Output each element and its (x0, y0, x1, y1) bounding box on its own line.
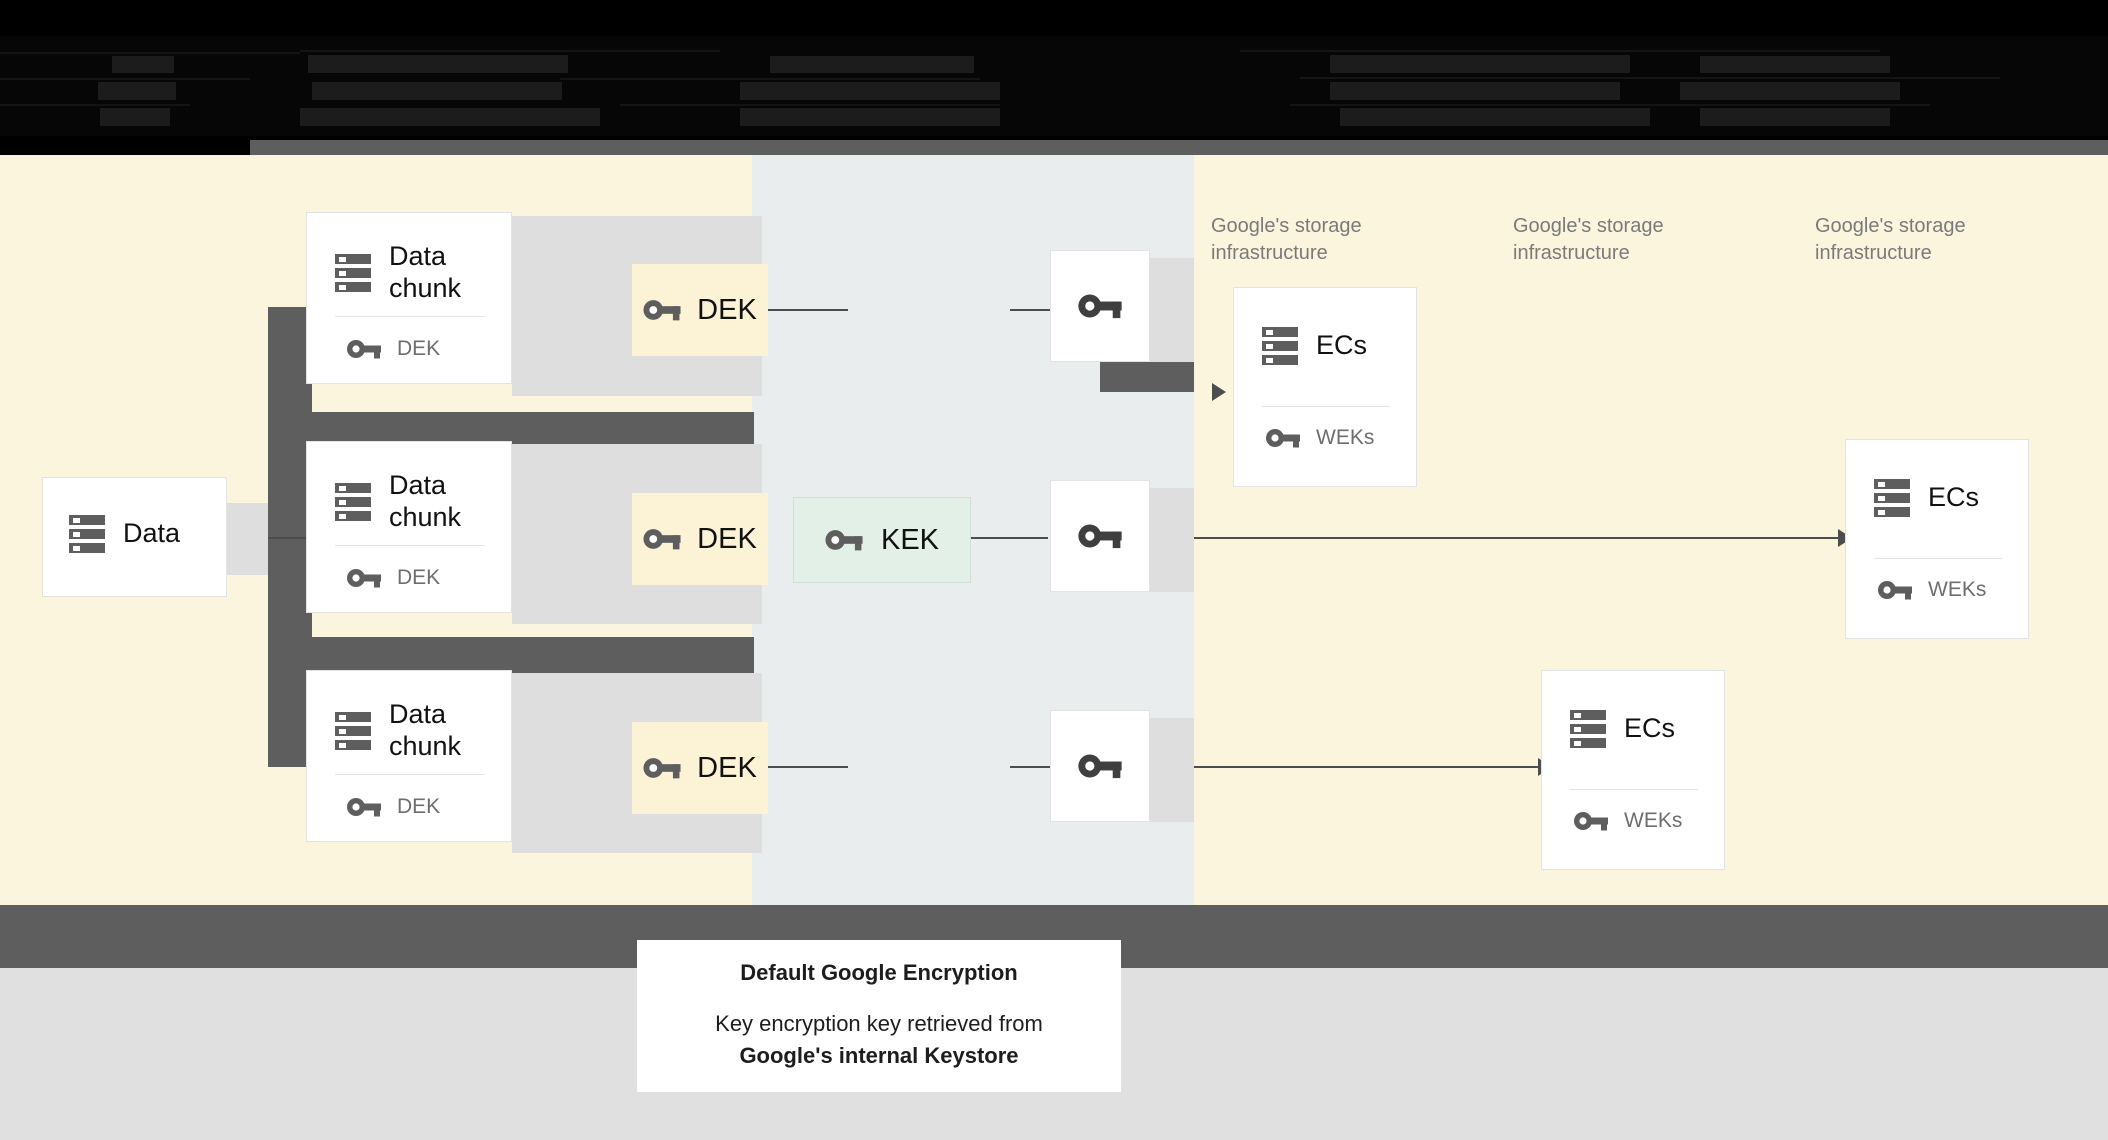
wire-data-to-fanout (228, 537, 348, 539)
header-gray-rule (250, 140, 2108, 155)
chunk-card-1[interactable]: Data chunk DEK (306, 212, 512, 384)
chunk-card-3[interactable]: Data chunk DEK (306, 670, 512, 842)
caption-title: Default Google Encryption (740, 960, 1018, 986)
chunk-card-title-3: Data chunk (389, 699, 462, 761)
key-icon (825, 528, 863, 552)
dek-box-label-1: DEK (697, 293, 757, 326)
storage-icon (69, 514, 105, 554)
key-icon (643, 756, 681, 780)
data-card-label: Data (123, 518, 181, 549)
key-icon (1078, 522, 1122, 550)
key-icon (1078, 292, 1122, 320)
key-icon (347, 567, 381, 589)
caption-panel: Default Google Encryption Key encryption… (637, 940, 1121, 1092)
dek-box-2[interactable]: DEK (632, 493, 768, 585)
storage-icon (1570, 709, 1606, 749)
zone-label-storage-2: Google's storage infrastructure (1513, 215, 1664, 264)
kek-box[interactable]: KEK (793, 497, 971, 583)
ec-card-key-label-1: WEKs (1316, 426, 1375, 449)
chunk-card-title-1: Data chunk (389, 241, 462, 303)
ec-card-title-1: ECs (1316, 330, 1368, 361)
chunk-card-key-label-2: DEK (397, 566, 441, 589)
caption-body: Key encryption key retrieved from Google… (715, 1008, 1043, 1072)
storage-icon (335, 482, 371, 522)
chunk-card-key-label-3: DEK (397, 795, 441, 818)
zone-label-storage-1: Google's storage infrastructure (1211, 215, 1362, 264)
ec-card-title-2: ECs (1928, 482, 1980, 513)
ec-card-1[interactable]: ECs WEKs (1233, 287, 1417, 487)
dek-box-label-2: DEK (697, 522, 757, 555)
ec-card-title-3: ECs (1624, 713, 1676, 744)
data-card[interactable]: Data (42, 477, 227, 597)
wire-wrap2-to-ec2 (1160, 537, 1840, 539)
ec-card-2[interactable]: ECs WEKs (1845, 439, 2029, 639)
wire-dek1-to-wrap1 (708, 309, 848, 311)
ec-card-key-label-3: WEKs (1624, 809, 1683, 832)
wire-to-wrap3 (1010, 766, 1050, 768)
storage-icon (1262, 326, 1298, 366)
chunk-card-title-2: Data chunk (389, 470, 462, 532)
wrapped-key-card-1[interactable] (1050, 250, 1150, 362)
key-icon (643, 527, 681, 551)
kek-box-label: KEK (880, 523, 940, 556)
key-icon (347, 796, 381, 818)
key-icon (1878, 579, 1912, 601)
caption-line-2: Google's internal Keystore (739, 1043, 1019, 1068)
storage-icon (1874, 478, 1910, 518)
zone-label-storage-3: Google's storage infrastructure (1815, 215, 1966, 264)
arrow-to-ec1 (1212, 383, 1226, 401)
chunk-card-2[interactable]: Data chunk DEK (306, 441, 512, 613)
dek-box-label-3: DEK (697, 751, 757, 784)
storage-icon (335, 711, 371, 751)
wire-kek-to-wrap2 (968, 537, 1048, 539)
wire-dek3-to-wrap3 (708, 766, 848, 768)
dek-box-1[interactable]: DEK (632, 264, 768, 356)
key-icon (347, 338, 381, 360)
caption-line-1: Key encryption key retrieved from (715, 1011, 1043, 1037)
header-gray-rule-left (0, 140, 250, 155)
header-rule (0, 136, 2108, 140)
storage-icon (335, 253, 371, 293)
chunk-card-key-label-1: DEK (397, 337, 441, 360)
fanout-slab-bottom (268, 637, 754, 673)
wire-to-wrap1 (1010, 309, 1050, 311)
ec-card-key-label-2: WEKs (1928, 578, 1987, 601)
ec-card-3[interactable]: ECs WEKs (1541, 670, 1725, 870)
key-icon (1574, 810, 1608, 832)
key-icon (643, 298, 681, 322)
connector-slab-top (1100, 360, 1194, 392)
wire-wrap3-to-ec3 (1160, 766, 1540, 768)
top-black-bar (0, 0, 2108, 36)
wrapped-key-card-2[interactable] (1050, 480, 1150, 592)
key-icon (1266, 427, 1300, 449)
wrapped-key-card-3[interactable] (1050, 710, 1150, 822)
dek-box-3[interactable]: DEK (632, 722, 768, 814)
key-icon (1078, 752, 1122, 780)
